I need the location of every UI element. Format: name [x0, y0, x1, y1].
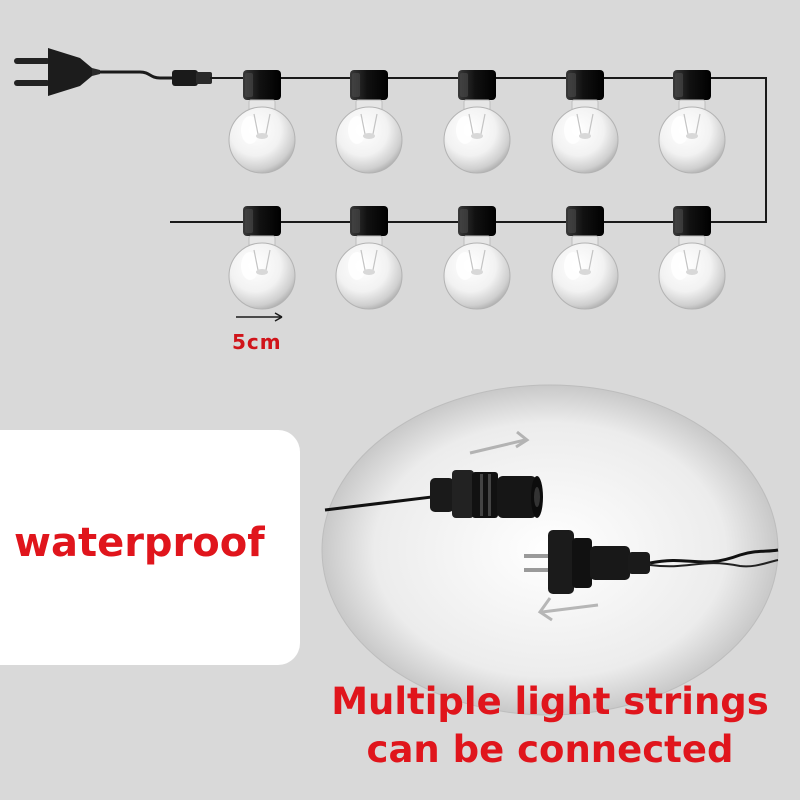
waterproof-panel — [0, 430, 300, 665]
bulb-icon — [228, 70, 296, 174]
eu-plug-icon — [14, 48, 100, 96]
caption-line-1: Multiple light strings — [331, 680, 769, 723]
bulb-icon — [658, 206, 726, 310]
arrow-icon — [469, 430, 530, 455]
bulb-icon — [335, 70, 403, 174]
connector-male-icon — [524, 530, 779, 594]
waterproof-label: waterproof — [14, 520, 265, 566]
bulb-icon — [335, 206, 403, 310]
power-cable — [100, 70, 175, 80]
bulb-icon — [443, 70, 511, 174]
bulb-icon — [443, 206, 511, 310]
bulb-icon — [551, 70, 619, 174]
arrow-icon — [537, 597, 599, 622]
caption-line-2: can be connected — [366, 728, 734, 771]
inline-connector — [172, 70, 212, 86]
caption: Multiple light strings can be connected — [320, 678, 780, 774]
bulb-icon — [658, 70, 726, 174]
bulb-icon — [228, 206, 296, 310]
arrow-icon — [236, 312, 283, 322]
bulb-icon — [551, 206, 619, 310]
connector-female-icon — [324, 470, 543, 518]
spacing-label: 5cm — [232, 330, 282, 354]
